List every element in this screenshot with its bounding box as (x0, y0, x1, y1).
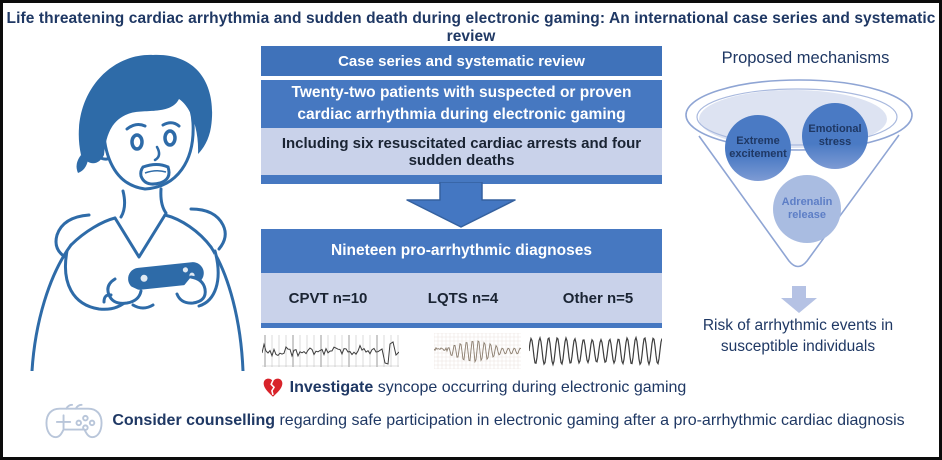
gamer-illustration (30, 54, 245, 371)
recommendation-counselling: Consider counselling regarding safe part… (3, 401, 939, 441)
mechanisms-title: Proposed mechanisms (721, 49, 890, 67)
controller (128, 262, 204, 290)
group-label-other: Other n=5 (562, 289, 634, 307)
ecg-cpvt-strip (262, 333, 399, 369)
flow-patients-box: Twenty-two patients with suspected or pr… (261, 80, 662, 128)
hair (78, 54, 213, 164)
group-label-lqts: LQTS n=4 (427, 289, 499, 307)
gamepad-icon (43, 402, 105, 440)
factor-circle-emotional-stress: Emotional stress (802, 103, 868, 169)
factor-circle-adrenalin-release: Adrenalin release (773, 175, 841, 243)
ecg-lqts-strip (434, 333, 521, 369)
flow-including-box: Including six resuscitated cardiac arres… (261, 128, 662, 175)
ecg-other-strip (529, 333, 662, 369)
broken-heart-icon (262, 377, 284, 399)
page-title: Life threatening cardiac arrhythmia and … (6, 10, 936, 45)
flow-bottom-strip (261, 323, 662, 328)
flow-groups-box (261, 273, 662, 323)
group-label-cpvt: CPVT n=10 (288, 289, 368, 307)
flow-header-box: Case series and systematic review (261, 46, 662, 76)
recommendation-investigate: Investigate syncope occurring during ele… (3, 375, 939, 401)
flow-diagnoses-box: Nineteen pro-arrhythmic diagnoses (261, 229, 662, 273)
risk-text: Risk of arrhythmic events in susceptible… (702, 317, 894, 355)
factor-circle-extreme-excitement: Extreme excitement (725, 115, 791, 181)
small-arrow-down-icon (781, 286, 817, 313)
flow-divider-strip (261, 175, 662, 184)
arrow-down-icon (406, 182, 516, 228)
